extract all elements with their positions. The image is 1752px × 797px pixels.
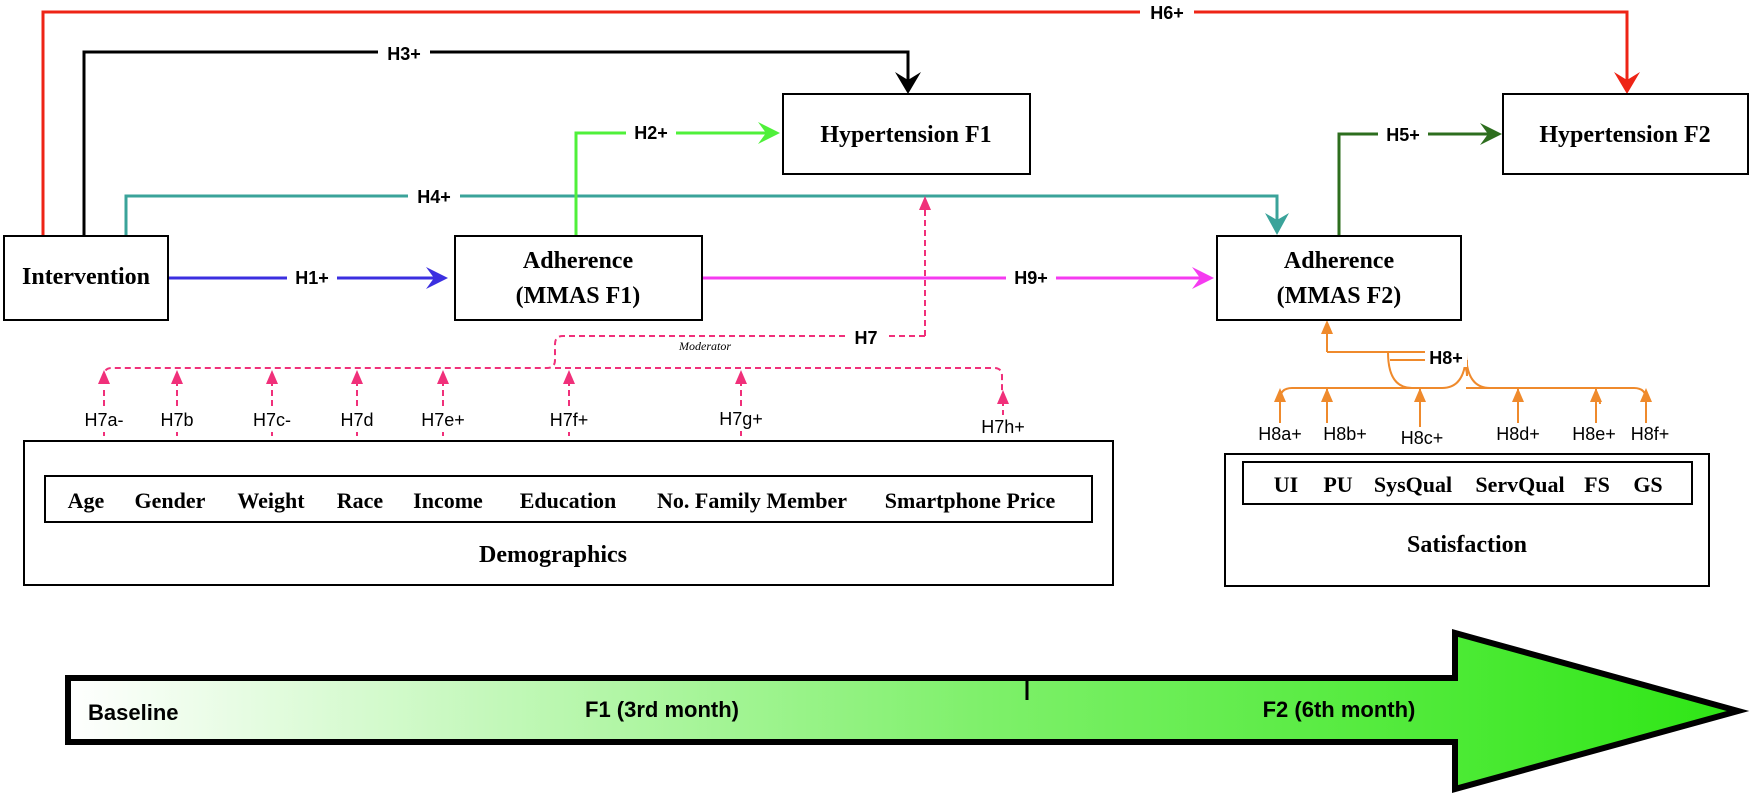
h5-label: H5+ <box>1386 125 1420 145</box>
h1-label: H1+ <box>295 268 329 288</box>
h8-arrowheads <box>1274 320 1652 402</box>
timeline-arrow: Baseline F1 (3rd month) F2 (6th month) <box>65 629 1750 793</box>
satisfaction-item-1: UI <box>1274 472 1298 497</box>
demographic-hypothesis-1: H7a- <box>84 410 123 430</box>
satisfaction-hypothesis-6: H8f+ <box>1631 424 1670 444</box>
satisfaction-item-2: PU <box>1323 472 1352 497</box>
demographic-hypothesis-6: H7f+ <box>550 410 589 430</box>
h9-label: H9+ <box>1014 268 1048 288</box>
h3-label: H3+ <box>387 44 421 64</box>
demographic-hypothesis-5: H7e+ <box>421 410 465 430</box>
demographic-hypothesis-3: H7c- <box>253 410 291 430</box>
h7-arrowheads <box>98 196 1009 404</box>
demographic-hypothesis-7: H7g+ <box>719 409 763 429</box>
edge-h7 <box>103 208 1004 476</box>
satisfaction-item-3: SysQual <box>1374 472 1452 497</box>
h2-label: H2+ <box>634 123 668 143</box>
edge-h2: H2+ <box>574 122 780 236</box>
demographic-3: Weight <box>237 488 305 513</box>
satisfaction-hypothesis-5: H8e+ <box>1572 424 1616 444</box>
h4-label: H4+ <box>417 187 451 207</box>
edge-h1: H1+ <box>168 267 448 289</box>
demographic-1: Age <box>68 488 105 513</box>
demographic-8: Smartphone Price <box>885 488 1056 513</box>
h7-label: H7 <box>854 328 877 348</box>
satisfaction-hypothesis-3: H8c+ <box>1401 428 1444 448</box>
satisfaction-items: H8a+ UI H8b+ PU H8c+ SysQual H8d+ ServQual H8e+ F… <box>1250 423 1680 497</box>
node-hypertension-f2: Hypertension F2 <box>1502 93 1749 175</box>
demographics-title: Demographics <box>479 542 627 568</box>
demographic-hypothesis-2: H7b <box>160 410 193 430</box>
adherence-f2-line1: Adherence <box>1284 248 1395 274</box>
intervention-label: Intervention <box>22 264 150 290</box>
demographics-group: Demographics <box>23 440 1114 586</box>
satisfaction-item-5: FS <box>1584 472 1610 497</box>
demographic-2: Gender <box>135 488 206 513</box>
edge-h8-branches <box>1270 320 1647 436</box>
satisfaction-hypothesis-4: H8d+ <box>1496 424 1540 444</box>
satisfaction-hypothesis-1: H8a+ <box>1258 424 1302 444</box>
h8-label: H8+ <box>1429 348 1463 368</box>
adherence-f1-line2: (MMAS F1) <box>516 283 641 309</box>
adherence-f2-line2: (MMAS F2) <box>1277 283 1402 309</box>
demographic-7: No. Family Member <box>657 488 847 513</box>
demographic-5: Income <box>413 488 483 513</box>
node-hypertension-f1: Hypertension F1 <box>782 93 1031 175</box>
satisfaction-item-4: ServQual <box>1475 472 1564 497</box>
satisfaction-hypothesis-2: H8b+ <box>1323 424 1367 444</box>
node-intervention: Intervention <box>3 235 169 321</box>
demographic-4: Race <box>337 488 384 513</box>
timeline-f1: F1 (3rd month) <box>585 697 739 722</box>
node-adherence-f1: Adherence (MMAS F1) <box>454 235 703 321</box>
edge-h3: H3+ <box>82 43 921 236</box>
edge-h4: H4+ <box>124 186 1289 236</box>
edge-h6: H6+ <box>41 2 1640 236</box>
satisfaction-group: Satisfaction <box>1224 453 1710 587</box>
moderator-label: Moderator <box>678 339 731 353</box>
demographic-hypothesis-4: H7d <box>340 410 373 430</box>
hypertension-f2-label: Hypertension F2 <box>1539 122 1710 148</box>
edge-h5: H5+ <box>1337 123 1502 236</box>
h6-label: H6+ <box>1150 3 1184 23</box>
demographic-hypothesis-8: H7h+ <box>981 417 1025 437</box>
node-adherence-f2: Adherence (MMAS F2) <box>1216 235 1462 321</box>
satisfaction-item-6: GS <box>1633 472 1662 497</box>
timeline-f2: F2 (6th month) <box>1263 697 1416 722</box>
timeline-baseline: Baseline <box>88 700 179 725</box>
hypertension-f1-label: Hypertension F1 <box>820 122 991 148</box>
satisfaction-title: Satisfaction <box>1407 532 1527 558</box>
adherence-f1-line1: Adherence <box>523 248 634 274</box>
demographic-6: Education <box>520 488 617 513</box>
edge-h9: H9+ <box>702 267 1214 289</box>
